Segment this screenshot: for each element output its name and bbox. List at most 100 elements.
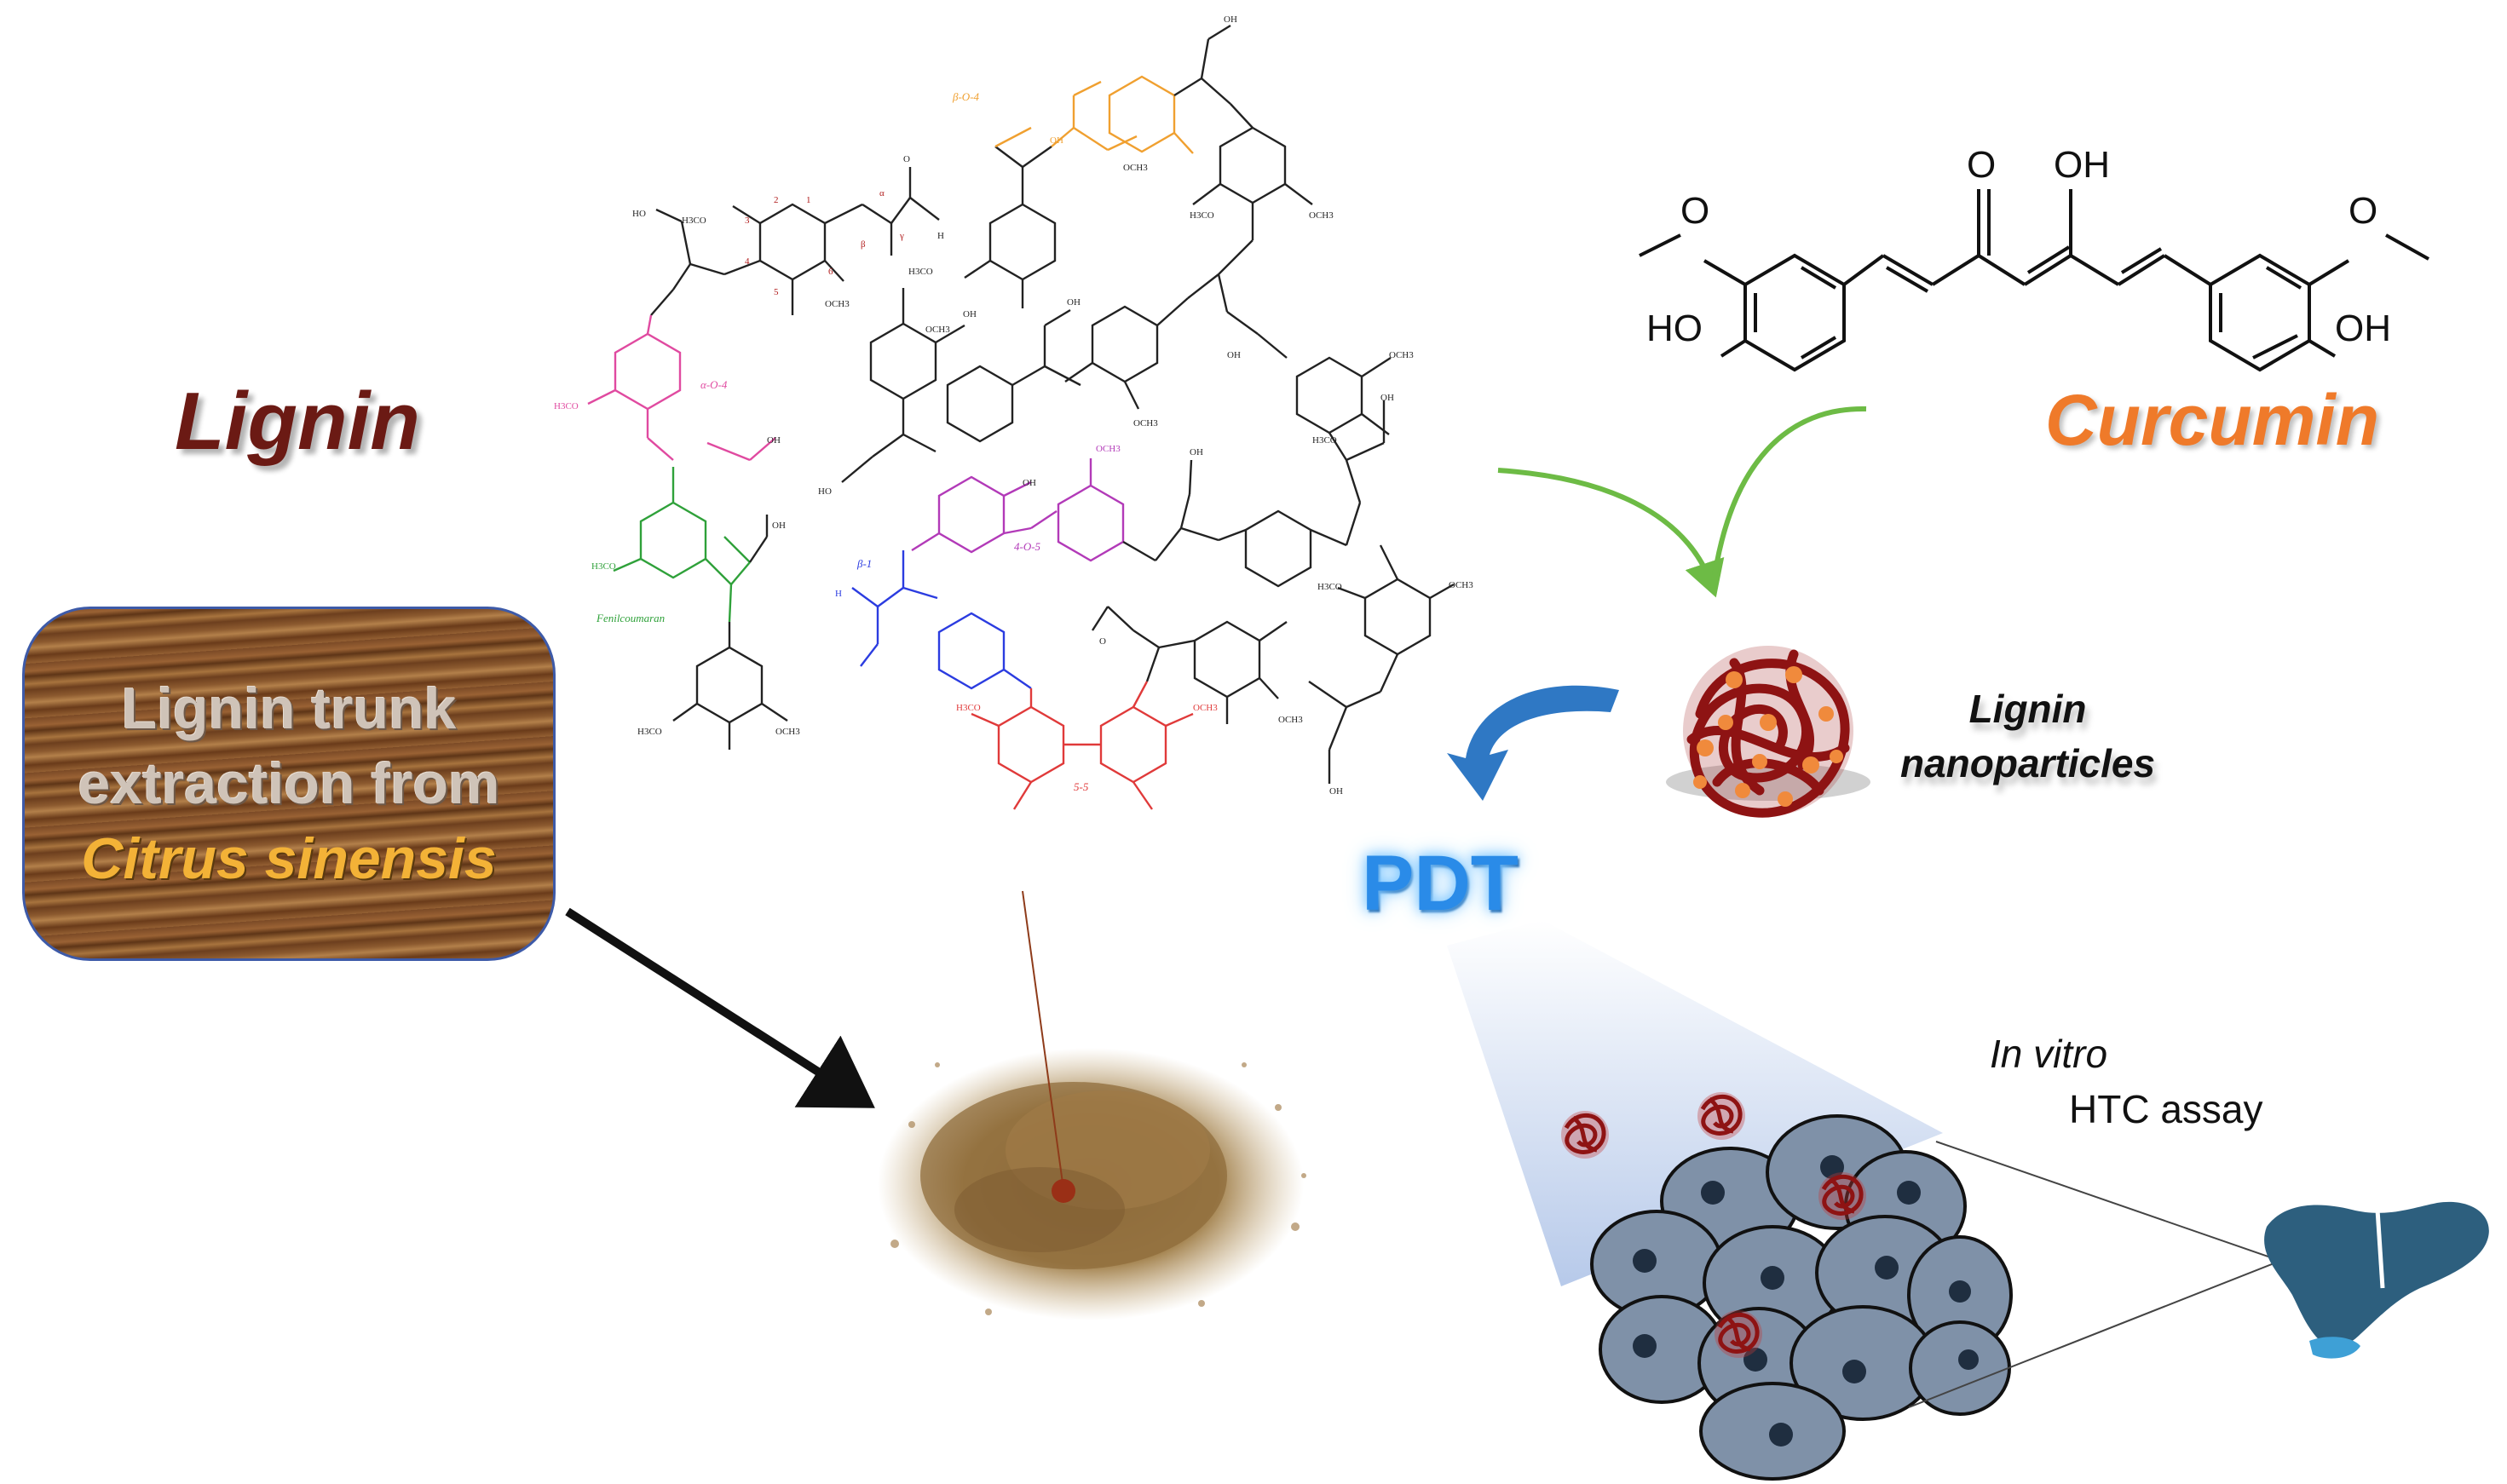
curcumin-ho-left: HO (1646, 308, 1703, 349)
lignin-atom-labels: HO H3CO OCH3 H O H3CO OH H3CO OH H3CO OC… (554, 14, 1473, 797)
gall-bladder-icon (2309, 1337, 2360, 1359)
lignin-powder-pile (878, 890, 1306, 1320)
small-nanoparticle (1818, 1172, 1866, 1220)
liver-icon (2264, 1201, 2489, 1359)
atom-oh-5: OH (1067, 297, 1081, 308)
trunk-extraction-box: Lignin trunk extraction from Citrus sine… (22, 607, 556, 961)
atom-beta: β (861, 239, 866, 250)
lignin-ring-right-low (1308, 544, 1455, 784)
atom-oh-2: OH (772, 521, 786, 531)
linkage-5-5: 5-5 (1074, 780, 1089, 793)
lignin-structure (587, 24, 1455, 810)
atom-h3co-3: H3CO (591, 561, 616, 572)
trunk-text-line2: extraction from (78, 751, 500, 816)
linkage-b-1: β-1 (856, 557, 872, 570)
lignin-ring-beta-1 (851, 550, 1032, 690)
atom-n3: 3 (745, 216, 750, 226)
atom-oh-7: OH (1227, 350, 1241, 360)
atom-n4: 4 (745, 256, 750, 267)
atom-oh-9: OH (1023, 478, 1036, 488)
in-vitro-label: In vitro (1990, 1032, 2108, 1076)
atom-oh-4: OH (963, 309, 977, 319)
trunk-species-name: Citrus sinensis (81, 826, 497, 891)
atom-o-top: O (903, 154, 910, 164)
lignin-ring-right-mid (1064, 297, 1189, 410)
atom-h-1: H (937, 231, 944, 241)
curcumin-keto-o: O (1967, 144, 1996, 186)
curcumin-atom-labels: O O OH HO O OH (1646, 144, 2391, 349)
green-arrows (1497, 406, 1867, 598)
linkage-4-o-5: 4-O-5 (1014, 540, 1041, 553)
atom-h-2: H (835, 589, 842, 599)
atom-och3-4: OCH3 (1309, 210, 1334, 221)
atom-och3-5: OCH3 (1123, 163, 1148, 173)
arrow-curcumin-to-np (1710, 406, 1867, 589)
linkage-a-o-4: α-O-4 (700, 378, 728, 391)
atom-n5: 5 (774, 287, 779, 297)
atom-och3-9: OCH3 (1449, 580, 1473, 590)
lignin-ring-5-5 (971, 681, 1194, 810)
atom-och3-3: OCH3 (925, 325, 950, 335)
atom-och3-2: OCH3 (775, 727, 800, 737)
lignin-ring-center-top (841, 288, 965, 483)
atom-och3-10: OCH3 (1193, 703, 1218, 713)
lignin-ring-4-o-5 (911, 458, 1125, 562)
atom-ho-1: HO (632, 209, 646, 219)
nanoparticles-label-line2: nanoparticles (1900, 741, 2156, 785)
atom-och3-8: OCH3 (1096, 444, 1121, 454)
atom-oh-1: OH (767, 435, 781, 446)
lignin-top-right-chain (1173, 24, 1313, 335)
small-nanoparticle (1697, 1092, 1745, 1140)
pdt-light-beam (1447, 920, 1943, 1286)
atom-h3co-2: H3CO (554, 401, 579, 411)
atom-h3co-7: H3CO (1312, 435, 1337, 446)
lignin-linkage-labels: β-O-4 α-O-4 β-1 4-O-5 5-5 Fenilcoumaran (596, 90, 1089, 793)
linkage-fenilcoumaran: Fenilcoumaran (596, 612, 665, 624)
lignin-nanoparticle (1666, 646, 1870, 818)
curcumin-oh-right: OH (2335, 308, 2391, 349)
curcumin-structure (1639, 189, 2429, 372)
atom-n6: 6 (828, 267, 833, 277)
curcumin-o-left: O (1680, 190, 1709, 232)
atom-oh-8: OH (1380, 393, 1394, 403)
small-nanoparticle (1561, 1111, 1609, 1159)
nanoparticles-label: Lignin nanoparticles (1900, 682, 2155, 791)
lignin-ring-center-low (1091, 606, 1288, 724)
arrow-lignin-to-np (1497, 468, 1725, 598)
atom-oh-10: OH (1190, 447, 1203, 457)
atom-h3co-8: H3CO (1317, 582, 1342, 592)
atom-och3-7: OCH3 (1389, 350, 1414, 360)
small-nanoparticle (1715, 1310, 1762, 1358)
lignin-ring-beta-o-4 (994, 75, 1194, 154)
lignin-ring-top-center (964, 146, 1057, 308)
lignin-ring-right-s (1257, 333, 1392, 546)
atom-o-2: O (1099, 636, 1106, 647)
htc-assay-label: HTC assay (2069, 1087, 2263, 1131)
curcumin-ring-left (1743, 253, 1846, 372)
atom-och3-6: OCH3 (1133, 418, 1158, 429)
lignin-ring-alpha-o-4 (587, 314, 776, 462)
linkage-b-o-4: β-O-4 (952, 90, 980, 103)
blue-curved-arrow (1447, 685, 1619, 801)
atom-n2: 2 (774, 195, 779, 205)
atom-oh-11: OH (1329, 786, 1343, 797)
curcumin-title: Curcumin (2045, 380, 2380, 460)
atom-oh-6: OH (1224, 14, 1237, 25)
pdt-label: PDT (1362, 840, 1519, 927)
lignin-ring-fenilcoumaran (613, 467, 751, 623)
atom-gamma: γ (899, 231, 904, 241)
cell-nuclei (1633, 1155, 1979, 1447)
atom-h3co-4: H3CO (637, 727, 662, 737)
lignin-ring-center-mid (946, 308, 1081, 443)
atom-h3co-9: H3CO (956, 703, 981, 713)
zoom-lines (1908, 1141, 2281, 1408)
atom-oh-3: OH (1050, 135, 1063, 146)
atom-n1: 1 (806, 195, 811, 205)
trunk-text-line1: Lignin trunk (121, 676, 457, 741)
lignin-title: Lignin (175, 376, 420, 467)
atom-och3-1: OCH3 (825, 299, 850, 309)
curcumin-o-right: O (2349, 190, 2377, 232)
atom-och3-11: OCH3 (1278, 715, 1303, 725)
atom-h3co-6: H3CO (1190, 210, 1214, 221)
